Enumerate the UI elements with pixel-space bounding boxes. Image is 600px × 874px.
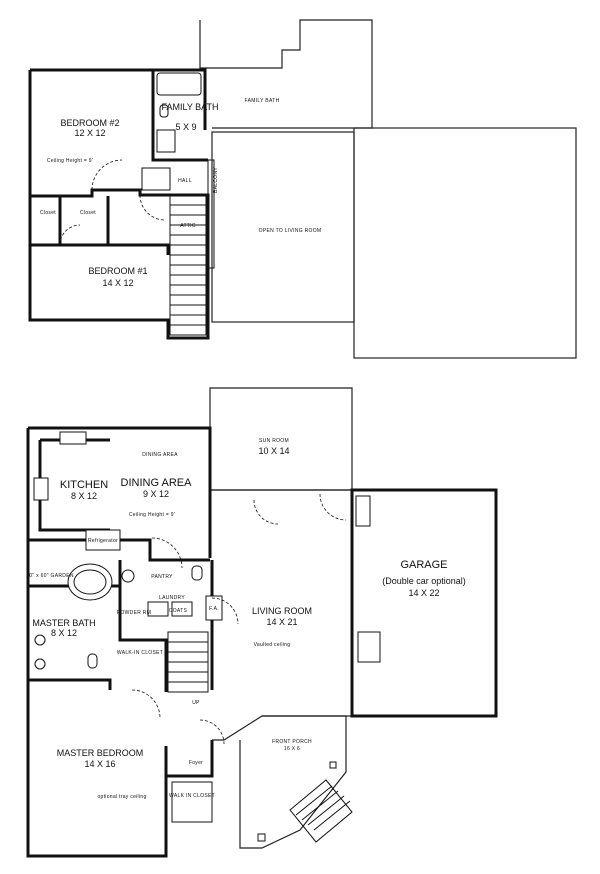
closet-b-label: Closet	[80, 210, 96, 216]
balcony-rail	[207, 159, 215, 269]
front-porch-outline	[239, 715, 347, 849]
bedroom2-name: BEDROOM #2	[60, 118, 119, 128]
refrigerator-box	[85, 529, 121, 551]
garage-note: (Double car optional)	[382, 576, 466, 586]
attic-label: ATTIC	[180, 223, 196, 229]
dining-header: DINING AREA	[142, 452, 178, 458]
garage-name: GARAGE	[400, 559, 447, 571]
toilet	[159, 104, 169, 118]
lower-floor: SUN ROOM 10 X 14 DINING AREA KITCHEN 8 X…	[26, 387, 498, 858]
lav-1	[34, 634, 46, 646]
washer	[147, 601, 169, 617]
hall-furniture	[141, 167, 171, 191]
living-note: Vaulted ceiling	[254, 642, 291, 648]
bedroom2-door	[91, 159, 123, 191]
bedroom1-door	[139, 194, 166, 221]
closet-a-label: Closet	[40, 210, 56, 216]
porch-steps	[289, 779, 353, 843]
master-bedroom-size: 14 X 16	[84, 759, 115, 769]
living-size: 14 X 21	[266, 617, 297, 627]
open-to-living-outline	[211, 131, 355, 323]
bedroom1-name: BEDROOM #1	[88, 266, 147, 276]
sunroom-size: 10 X 14	[258, 446, 289, 456]
living-name: LIVING ROOM	[252, 606, 312, 616]
fa-label: F.A.	[209, 606, 219, 612]
lower-stair-label: UP	[192, 700, 200, 706]
open-to-living-label: OPEN TO LIVING ROOM	[259, 228, 322, 234]
living-door-2	[319, 493, 347, 521]
family-bath-size: 5 X 9	[175, 122, 196, 132]
garage-walls	[350, 488, 498, 718]
lav-2	[34, 658, 46, 670]
master-bath-size: 8 X 12	[51, 628, 77, 638]
balcony-label: BALCONY	[213, 167, 219, 193]
porch-column-2	[329, 761, 337, 769]
closet-door	[59, 224, 81, 246]
bedroom1-size: 14 X 12	[102, 278, 133, 288]
walkin-closet-2	[171, 781, 213, 823]
bedroom2-size: 12 X 12	[74, 128, 105, 138]
garage-roof-outline	[353, 127, 577, 359]
range	[33, 477, 49, 501]
dining-note: Ceiling Height = 9'	[129, 512, 175, 518]
lower-stairs	[167, 631, 209, 693]
master-bedroom-door	[131, 689, 161, 719]
dining-name: DINING AREA	[121, 477, 193, 489]
front-porch-size: 16 X 6	[284, 746, 300, 752]
laundry-label: LAUNDRY	[159, 595, 185, 601]
upper-interior-walls	[30, 70, 208, 255]
tub-label: 60" x 60" GARDEN	[26, 573, 74, 579]
garage-entry-frame	[355, 495, 371, 527]
powder-label: POWDER RM	[117, 610, 151, 616]
fa-unit	[205, 595, 223, 621]
bathtub	[156, 72, 202, 96]
upper-floor: BEDROOM #2 12 X 12 Ceiling Height = 9' F…	[28, 19, 577, 359]
bedroom2-note: Ceiling Height = 9'	[47, 158, 93, 164]
pantry-label: PANTRY	[151, 574, 173, 580]
dining-door	[151, 537, 183, 569]
vanity	[156, 129, 176, 153]
garage-step	[357, 631, 381, 663]
master-bath-name: MASTER BATH	[32, 618, 95, 628]
walkin-label: WALK-IN CLOSET	[117, 650, 163, 656]
dryer	[171, 601, 193, 617]
garden-tub-inner	[73, 569, 107, 595]
family-bath-below: FAMILY BATH	[245, 98, 280, 104]
kitchen-size: 8 X 12	[71, 491, 97, 501]
sunroom-name: SUN ROOM	[259, 438, 289, 444]
master-bedroom-note: optional tray ceiling	[97, 794, 146, 800]
closet-door-lower	[211, 597, 239, 625]
walkin2-label: WALK IN CLOSET	[169, 793, 215, 799]
coats-label: COATS	[169, 608, 188, 614]
garage-size: 14 X 22	[408, 588, 439, 598]
kitchen-name: KITCHEN	[60, 479, 108, 491]
living-door-1	[253, 499, 279, 525]
master-bedroom-name: MASTER BEDROOM	[57, 748, 144, 758]
master-toilet	[87, 653, 98, 669]
front-porch-name: FRONT PORCH	[272, 739, 312, 745]
shower-drain	[121, 569, 135, 583]
dining-size: 9 X 12	[143, 489, 169, 499]
foyer-label: Foyer	[189, 760, 203, 766]
family-bath-ghost-outline	[199, 19, 373, 129]
hall-label: HALL	[178, 178, 192, 184]
refrigerator-label: Refrigerator	[88, 538, 118, 544]
family-bath-name: FAMILY BATH	[161, 102, 218, 112]
upper-stairs	[169, 194, 207, 336]
powder-toilet	[191, 565, 203, 581]
porch-column	[257, 833, 266, 842]
kitchen-sink	[59, 431, 87, 445]
